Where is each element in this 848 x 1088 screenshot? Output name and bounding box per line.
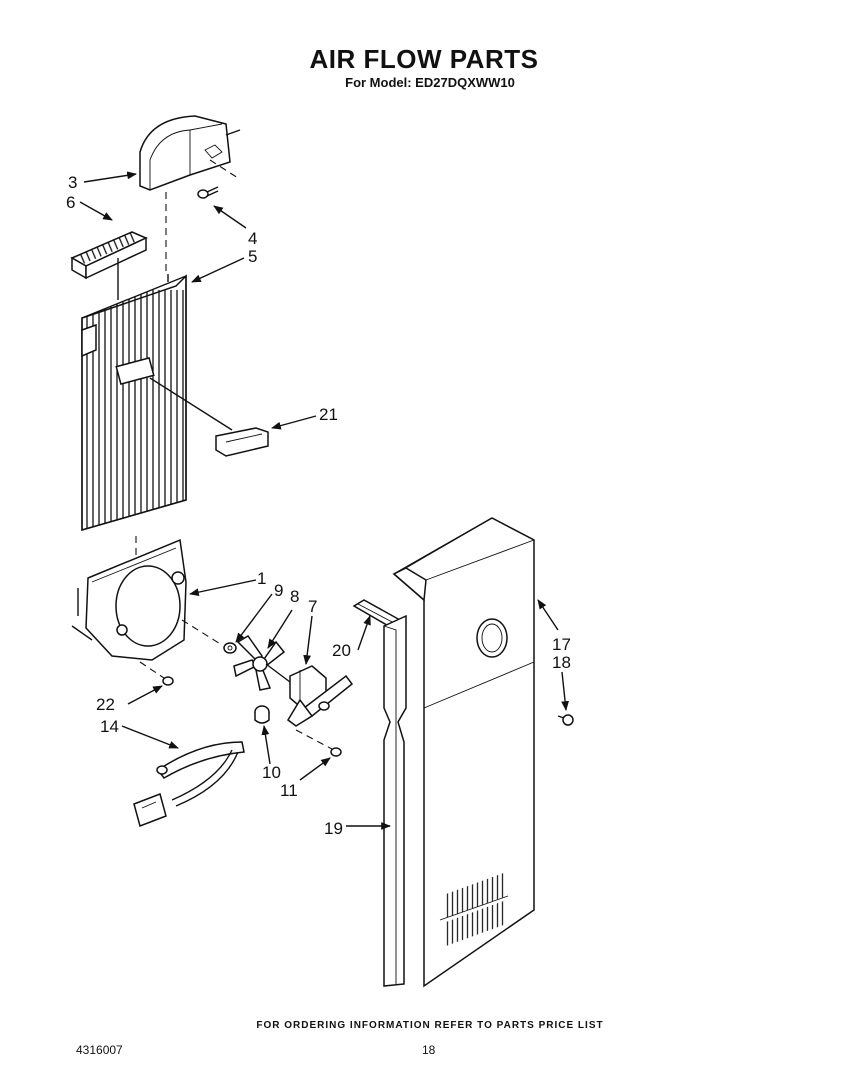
part-5-evaporator-cover xyxy=(81,274,187,556)
model-subtitle: For Model: ED27DQXWW10 xyxy=(345,75,515,90)
callout-22: 22 xyxy=(96,695,115,714)
callout-3: 3 xyxy=(68,173,77,192)
part-8-fan-blade xyxy=(233,634,286,691)
page-number: 18 xyxy=(422,1043,436,1057)
callout-8: 8 xyxy=(290,587,299,606)
part-22-screw xyxy=(139,661,174,686)
part-9-nut xyxy=(223,642,237,654)
part-10-grommet xyxy=(254,705,270,724)
leader-lines xyxy=(79,171,569,830)
callout-5: 5 xyxy=(248,247,257,266)
callout-6: 6 xyxy=(66,193,75,212)
callout-14: 14 xyxy=(100,717,119,736)
callout-17: 17 xyxy=(552,635,571,654)
ordering-note: FOR ORDERING INFORMATION REFER TO PARTS … xyxy=(256,1020,604,1031)
part-1-fan-shroud xyxy=(71,538,223,661)
callout-labels: 3 6 4 5 21 1 9 8 7 20 22 14 10 11 19 17 … xyxy=(66,173,571,838)
part-4-screw xyxy=(197,186,219,199)
callout-11: 11 xyxy=(280,781,298,800)
callout-18: 18 xyxy=(552,653,571,672)
callout-10: 10 xyxy=(262,763,281,782)
callout-4: 4 xyxy=(248,229,257,248)
part-7-fan-motor xyxy=(265,663,354,727)
vent-slots xyxy=(446,872,506,947)
part-3-air-duct xyxy=(139,115,241,275)
part-11-screw xyxy=(295,729,342,757)
part-14-wire-harness xyxy=(133,741,245,827)
callout-19: 19 xyxy=(324,819,343,838)
part-19-air-duct xyxy=(383,614,407,987)
part-6-grille xyxy=(70,231,148,300)
callout-7: 7 xyxy=(308,597,317,616)
callout-20: 20 xyxy=(332,641,351,660)
document-code: 4316007 xyxy=(76,1043,123,1057)
part-17-air-channel-panel xyxy=(392,517,535,988)
diagram-title: AIR FLOW PARTS xyxy=(309,44,539,74)
callout-1: 1 xyxy=(257,569,266,588)
callout-9: 9 xyxy=(274,581,283,600)
part-18-screw xyxy=(557,714,574,726)
callout-21: 21 xyxy=(319,405,338,424)
part-21-clip xyxy=(149,377,269,457)
